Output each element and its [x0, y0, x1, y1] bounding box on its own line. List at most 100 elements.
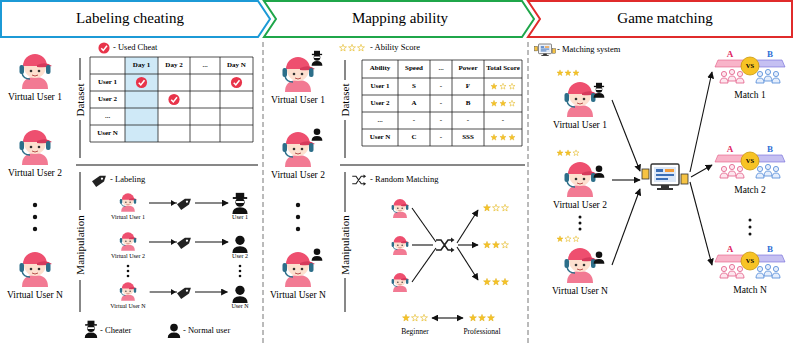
cheat-table: [125, 57, 158, 142]
ellipsis-dots: [296, 203, 300, 207]
player-avatar: [20, 252, 53, 287]
legend-text: - Used Cheat: [113, 42, 157, 52]
table-header: Day 2: [159, 62, 189, 70]
star-rating: [509, 100, 515, 106]
player-avatar: [565, 82, 598, 117]
ellipsis-dots: [127, 265, 130, 268]
star-rating: [557, 150, 563, 156]
match-icon: [715, 152, 785, 178]
team-letter: B: [767, 145, 773, 155]
star-rating: [500, 83, 506, 89]
team-letter: B: [767, 50, 773, 60]
user-icon: [168, 324, 180, 338]
stage-banner: [264, 1, 534, 37]
ellipsis-dots: [579, 216, 582, 219]
user-node: User 1: [229, 192, 251, 221]
star-rating: [509, 83, 515, 89]
star-rating: [358, 44, 365, 51]
legend-item: - Labeling: [110, 175, 145, 184]
star-rating: [557, 70, 563, 76]
star-rating: [349, 44, 356, 51]
cheat-mark: [98, 42, 109, 53]
player-node: Virtual User 1: [268, 55, 328, 106]
player-avatar: [120, 193, 137, 211]
table-cell: -: [399, 117, 429, 125]
star-rating: [340, 44, 580, 321]
label-tag: [171, 239, 176, 245]
ellipsis-dots: [239, 270, 242, 273]
ellipsis-dots: [749, 226, 752, 229]
ellipsis-dots: [33, 203, 752, 278]
label-tag: [177, 233, 195, 251]
player-avatar: [283, 132, 316, 167]
table-cell: F: [453, 83, 483, 91]
player-node: Virtual User 2: [5, 128, 65, 179]
user-icon: [232, 286, 247, 303]
tag-icon: [92, 173, 108, 187]
table-cell: User 2: [91, 96, 124, 104]
node-text: Game matching: [617, 10, 712, 27]
stage-banner: [1, 1, 792, 37]
node-text: Virtual User 2: [271, 170, 325, 181]
matching-wire: [691, 165, 712, 177]
table-cell: -: [431, 83, 451, 91]
team-letter: A: [727, 245, 734, 255]
user-icon: [85, 321, 97, 338]
star-rating: [500, 134, 506, 140]
user-node: User 2: [229, 231, 251, 260]
star-rating: [502, 278, 509, 285]
shuffle-wire: [412, 208, 478, 318]
ellipsis-dots: [296, 227, 300, 231]
section-label: Dataset: [74, 84, 86, 117]
section-bracket: [345, 60, 346, 80]
table-cell: User 1: [91, 79, 124, 87]
player-node: Virtual User 1: [550, 80, 610, 131]
table-cell: B: [453, 100, 483, 108]
node-text: Virtual User 1: [8, 92, 62, 103]
user-node: User N: [228, 281, 251, 310]
user-badge: [594, 83, 605, 98]
section-bracket: [76, 58, 525, 312]
legend-text: - Cheater: [100, 325, 131, 335]
star-rating: [412, 314, 419, 321]
table-header: Speed: [399, 65, 429, 73]
star-rating: [403, 314, 410, 321]
user-icon: [232, 193, 247, 214]
section-label: Manipulation: [74, 215, 86, 274]
star-rating: [565, 150, 571, 156]
user-badge: [312, 51, 323, 261]
ellipsis-dots: [239, 275, 242, 278]
legend-item: - Normal user: [183, 326, 230, 335]
table-cell: S: [399, 83, 429, 91]
match-icon: [715, 252, 785, 278]
ellipsis-dots: [749, 219, 752, 222]
table-header: ...: [191, 62, 219, 70]
legend-item: - Cheater: [100, 326, 131, 335]
star-rating: [488, 314, 495, 321]
player-node: Virtual User 2: [268, 130, 328, 181]
table-cell: User N: [363, 134, 397, 142]
legend-text: - Labeling: [110, 174, 145, 184]
cheat-mark: [168, 94, 179, 105]
table-cell: -: [431, 134, 451, 142]
player-avatar: [283, 57, 316, 92]
star-rating: [484, 278, 491, 285]
node-text: Virtual User 1: [271, 95, 325, 106]
star-rating: [493, 204, 500, 211]
matching-wire: [690, 182, 712, 265]
table-cell: User 2: [363, 100, 397, 108]
legend-text: - Random Matching: [370, 174, 438, 184]
section-bracket: [345, 120, 346, 158]
table-header: ...: [431, 65, 451, 73]
shuffle-wire: [412, 244, 433, 245]
matching-wire: [612, 72, 712, 265]
player-avatar: [392, 236, 410, 255]
ability-table: [362, 60, 522, 146]
player-node: Virtual User 2: [550, 160, 610, 211]
section-bracket: [345, 172, 346, 212]
table-cell: User 1: [363, 83, 397, 91]
table-cell: ...: [363, 117, 397, 125]
node-text: Virtual User N: [552, 286, 608, 297]
shuffle-icon: [352, 174, 366, 185]
star-rating: [340, 44, 347, 51]
